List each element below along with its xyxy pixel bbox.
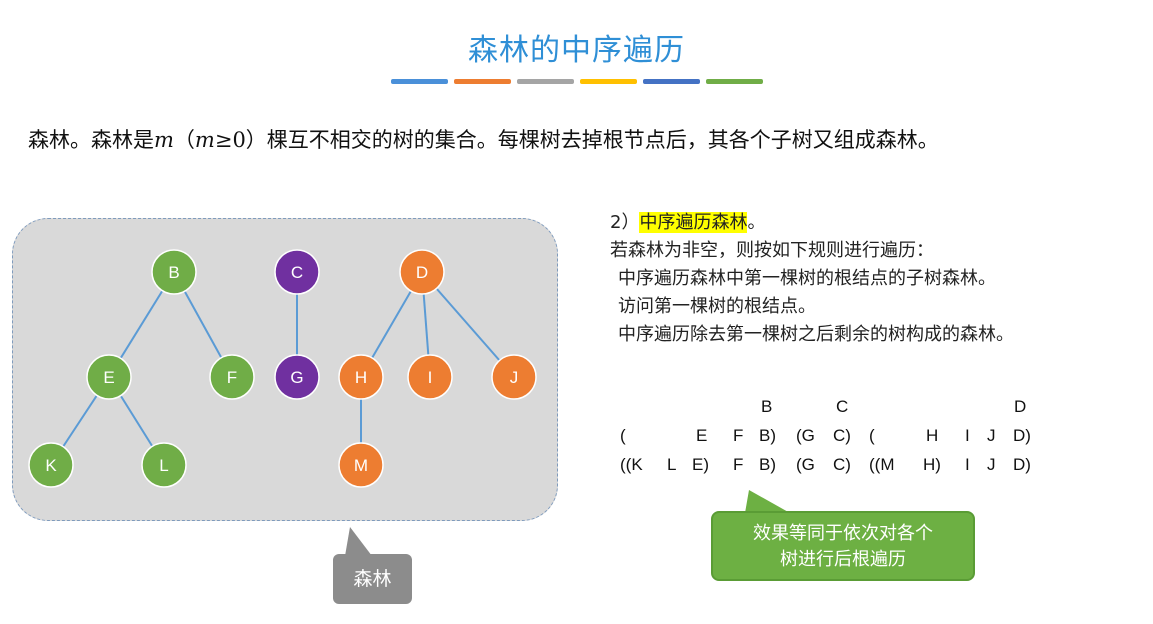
sequence-token: I [965, 455, 970, 474]
tree-node-c: C [274, 249, 320, 295]
color-bar [391, 79, 448, 84]
sequence-token: D) [1013, 426, 1031, 445]
forest-definition: 森林。森林是m（m≥0）棵互不相交的树的集合。每棵树去掉根节点后，其各个子树又组… [28, 124, 939, 154]
node-label: H [355, 368, 367, 387]
traversal-rules: 2）中序遍历森林。 若森林为非空，则按如下规则进行遍历： 中序遍历森林中第一棵树… [610, 209, 1014, 349]
variable-m: m [154, 128, 174, 152]
tree-node-b: B [151, 249, 197, 295]
sequence-token: (G [796, 426, 815, 445]
rule-heading: 中序遍历森林 [639, 212, 748, 233]
sequence-token: J [987, 426, 996, 445]
tree-node-l: L [141, 442, 187, 488]
sequence-root: D [1014, 397, 1027, 416]
sequence-token: J [987, 455, 996, 474]
node-label: L [159, 456, 168, 475]
color-bar [580, 79, 637, 84]
sequence-token: B) [759, 426, 776, 445]
node-label: F [227, 368, 237, 387]
rule-heading-end: 。 [747, 212, 766, 233]
definition-text: ≥0）棵互不相交的树的集合。每棵树去掉根节点后，其各个子树又组成森林。 [214, 128, 939, 152]
variable-m: m [194, 128, 215, 152]
rule-line: 中序遍历除去第一棵树之后剩余的树构成的森林。 [618, 324, 1014, 345]
sequence-token: C) [833, 455, 851, 474]
color-bar [706, 79, 763, 84]
node-label: E [103, 368, 114, 387]
node-circle [86, 354, 132, 400]
forest-callout: 森林 [333, 554, 412, 604]
sequence-token: B) [759, 455, 776, 474]
definition-text: （ [173, 128, 195, 152]
tree-node-g: G [274, 354, 320, 400]
sequence-token: C) [833, 426, 851, 445]
title-color-bars [391, 79, 763, 84]
page-title: 森林的中序遍历 [468, 33, 685, 68]
sequence-token: E [696, 426, 708, 445]
color-bar [517, 79, 574, 84]
tree-node-j: J [491, 354, 537, 400]
node-label: D [416, 263, 428, 282]
sequence-token: I [965, 426, 970, 445]
color-bar [643, 79, 700, 84]
sequence-token: ((M [869, 455, 895, 474]
node-label: G [290, 368, 303, 387]
sequence-token: H) [923, 455, 941, 474]
sequence-token: ((K [620, 455, 643, 474]
node-circle [338, 354, 384, 400]
tree-edge [421, 271, 515, 378]
result-line: 树进行后根遍历 [780, 549, 906, 570]
definition-text: 森林。森林是 [28, 128, 154, 152]
node-circle [491, 354, 537, 400]
callout-pointer [345, 527, 372, 556]
sequence-token: E) [692, 455, 709, 474]
sequence-root: B [761, 397, 773, 416]
sequence-token: ( [869, 426, 875, 445]
node-circle [141, 442, 187, 488]
sequence-token: ( [620, 426, 626, 445]
node-label: M [354, 456, 368, 475]
result-callout: 效果等同于依次对各个 树进行后根遍历 [711, 511, 975, 581]
node-circle [274, 354, 320, 400]
callout-pointer [745, 490, 790, 513]
tree-node-m: M [338, 442, 384, 488]
node-circle [209, 354, 255, 400]
node-circle [151, 249, 197, 295]
tree-node-f: F [209, 354, 255, 400]
tree-node-h: H [338, 354, 384, 400]
rule-line: 中序遍历森林中第一棵树的根结点的子树森林。 [618, 268, 996, 289]
color-bar [454, 79, 511, 84]
tree-node-d: D [399, 249, 445, 295]
sequence-token: L [667, 455, 677, 474]
tree-node-i: I [407, 354, 453, 400]
node-circle [274, 249, 320, 295]
rule-line: 若森林为非空，则按如下规则进行遍历： [610, 240, 934, 261]
result-line: 效果等同于依次对各个 [753, 523, 933, 544]
node-circle [338, 442, 384, 488]
node-label: J [510, 368, 519, 387]
sequence-root: C [836, 397, 849, 416]
node-circle [399, 249, 445, 295]
sequence-token: F [733, 426, 744, 445]
node-circle [407, 354, 453, 400]
node-label: K [45, 456, 57, 475]
sequence-token: D) [1013, 455, 1031, 474]
tree-node-e: E [86, 354, 132, 400]
sequence-token: (G [796, 455, 815, 474]
rule-line: 访问第一棵树的根结点。 [618, 296, 816, 317]
sequence-token: H [926, 426, 939, 445]
rule-number: 2） [610, 212, 640, 233]
node-circle [28, 442, 74, 488]
sequence-token: F [733, 455, 744, 474]
node-label: C [291, 263, 303, 282]
tree-node-k: K [28, 442, 74, 488]
node-label: I [428, 368, 433, 387]
node-label: B [168, 263, 179, 282]
